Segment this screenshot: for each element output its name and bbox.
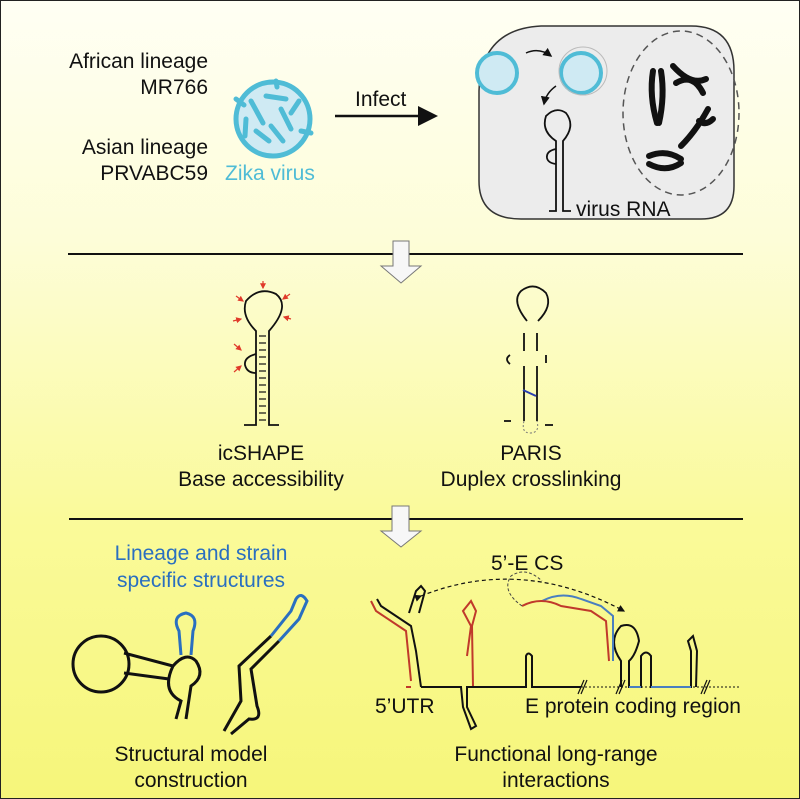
- asian-lineage-label: Asian lineage: [81, 136, 208, 159]
- shape-reactivity-arrows: [232, 281, 292, 373]
- infect-label: Infect: [355, 88, 407, 111]
- virus-rna-label: virus RNA: [576, 198, 671, 221]
- long-range-interaction-icon: [370, 571, 741, 731]
- down-arrow-2: [379, 505, 423, 548]
- host-cell-icon: [475, 25, 740, 220]
- interaction-label: 5’-E CS: [491, 552, 564, 575]
- right-caption-line1: Functional long-range: [454, 743, 658, 766]
- right-caption-line2: interactions: [502, 769, 610, 792]
- icshape-desc: Base accessibility: [178, 468, 344, 491]
- paris-label: PARIS: [500, 442, 562, 465]
- structural-model-icon: [71, 594, 309, 736]
- left-caption-line2: construction: [134, 769, 248, 792]
- down-arrow-1: [379, 240, 423, 284]
- paris-desc: Duplex crosslinking: [440, 468, 622, 491]
- coding-region-label: E protein coding region: [525, 695, 741, 718]
- african-strain-label: MR766: [140, 76, 208, 99]
- zika-virus-label: Zika virus: [225, 162, 315, 185]
- left-caption-line1: Structural model: [114, 743, 268, 766]
- highlight-label-line2: specific structures: [116, 569, 286, 592]
- utr-label: 5’UTR: [375, 695, 435, 718]
- african-lineage-label: African lineage: [69, 50, 208, 73]
- icshape-hairpin-icon: [232, 281, 292, 426]
- paris-hairpin-icon: [504, 285, 553, 434]
- zika-virus-icon: [233, 78, 314, 159]
- highlight-label-line1: Lineage and strain: [114, 542, 288, 565]
- asian-strain-label: PRVABC59: [100, 162, 208, 185]
- chromosomes-icon: [646, 63, 716, 172]
- icshape-label: icSHAPE: [217, 442, 305, 465]
